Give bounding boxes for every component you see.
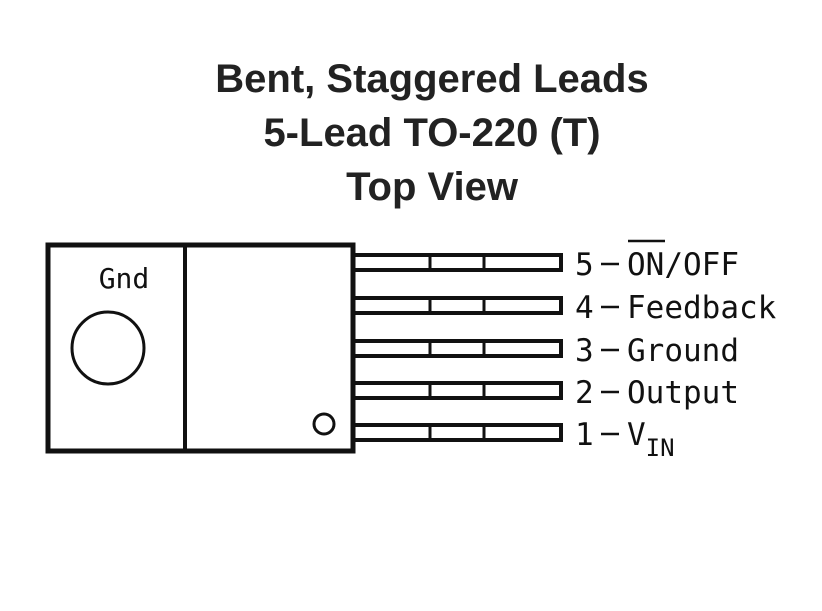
pin-4-number: 4 — [575, 290, 594, 326]
pin-1-name: VIN — [627, 417, 675, 462]
package-body: Gnd — [45, 242, 356, 454]
pin-5-overbar-text: ON — [627, 247, 664, 283]
tab-gnd-label: Gnd — [99, 262, 150, 295]
mounting-hole-icon — [70, 310, 146, 386]
title-line-2: 5-Lead TO-220 (T) — [263, 111, 600, 155]
pin-4-name: Feedback — [627, 290, 777, 326]
title-line-1: Bent, Staggered Leads — [215, 57, 648, 101]
lead-2 — [351, 381, 563, 400]
title-line-3: Top View — [346, 165, 519, 209]
lead-5 — [351, 253, 563, 272]
pin1-marker-icon — [312, 412, 336, 436]
pin-5-number: 5 — [575, 247, 594, 283]
lead-3 — [351, 339, 563, 358]
pin-1-subscript-text: IN — [646, 434, 675, 462]
lead-4 — [351, 296, 563, 315]
pin-5-rest-text: /OFF — [664, 247, 739, 283]
pin-1-main-text: V — [627, 417, 646, 453]
pin-2-number: 2 — [575, 375, 594, 411]
package-outline — [45, 242, 356, 454]
pin-5-name: ON/OFF — [627, 247, 739, 283]
pin-3-name: Ground — [627, 333, 739, 369]
pin-3-number: 3 — [575, 333, 594, 369]
pin-2-name: Output — [627, 375, 739, 411]
pin-1-number: 1 — [575, 417, 594, 453]
lead-1 — [351, 423, 563, 442]
